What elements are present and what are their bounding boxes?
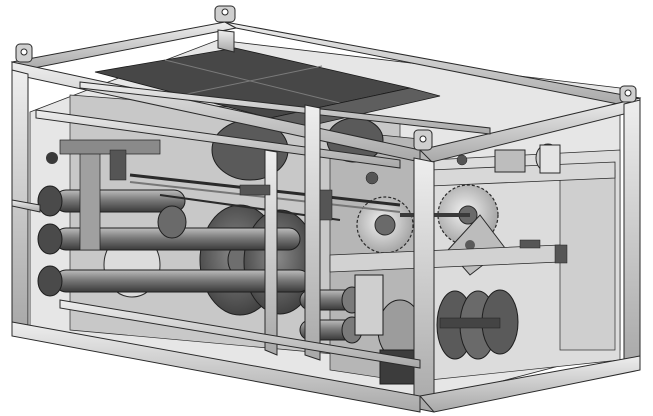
outer-frame (10, 21, 642, 413)
hardware-details (109, 149, 568, 264)
disc-stack (377, 289, 519, 385)
pipe-manifold-icon (37, 139, 384, 344)
internal-shelves (329, 143, 616, 273)
lifting-lug-icon (15, 5, 637, 151)
